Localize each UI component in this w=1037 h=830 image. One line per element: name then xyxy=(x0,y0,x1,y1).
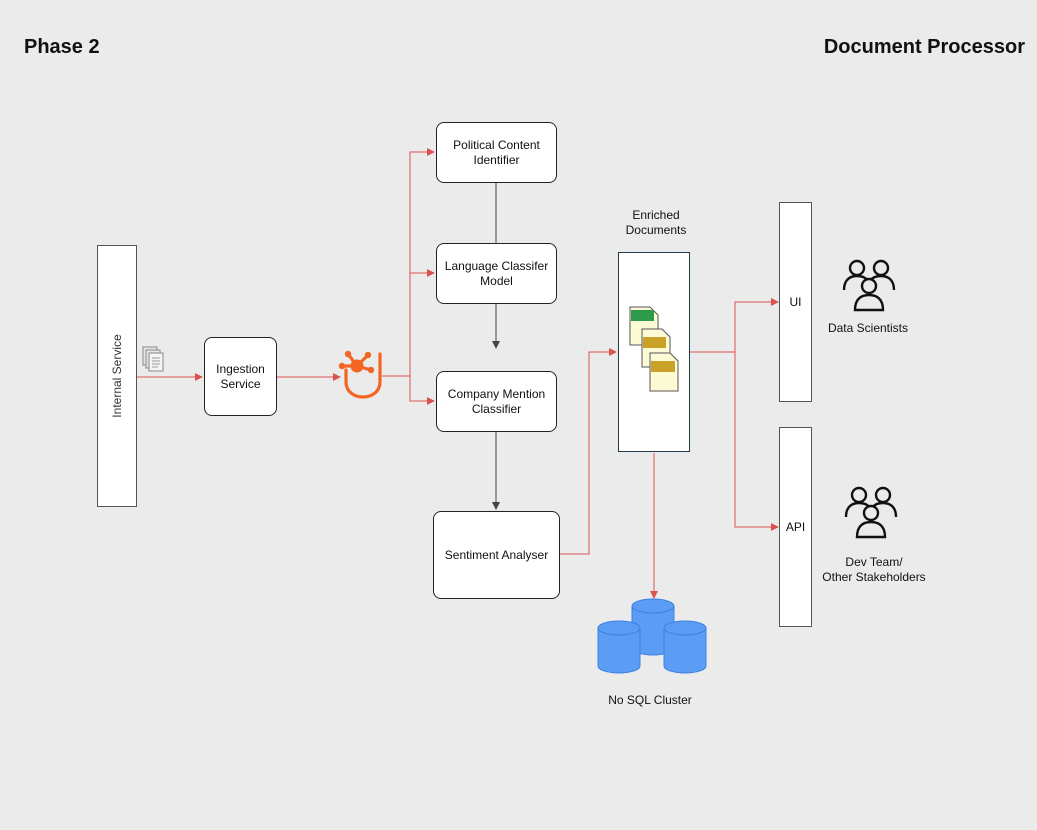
dev-team-label: Dev Team/ Other Stakeholders xyxy=(814,555,934,585)
document-icon-gold-2 xyxy=(649,352,679,392)
database-cylinder-right xyxy=(663,620,707,674)
company-mention-node[interactable]: Company Mention Classifier xyxy=(436,371,557,432)
edge-sentiment-to-enriched xyxy=(560,348,617,555)
ingestion-service-node[interactable]: Ingestion Service xyxy=(204,337,277,416)
political-content-node[interactable]: Political Content Identifier xyxy=(436,122,557,183)
sentiment-analyser-node[interactable]: Sentiment Analyser xyxy=(433,511,560,599)
documents-icon xyxy=(142,346,164,372)
document-stack-icon xyxy=(629,306,679,392)
data-scientists-label: Data Scientists xyxy=(827,321,909,335)
edge-enriched-to-ui xyxy=(689,298,779,353)
users-icon xyxy=(844,486,898,539)
users-icon xyxy=(842,259,896,312)
language-classifier-node[interactable]: Language Classifer Model xyxy=(436,243,557,304)
ui-node[interactable]: UI xyxy=(779,202,812,402)
page-title: Document Processor xyxy=(823,36,1025,58)
dev-team-line1: Dev Team/ xyxy=(845,555,903,569)
edge-kafka-to-company xyxy=(409,376,435,405)
edge-enriched-to-api xyxy=(734,352,779,531)
enriched-documents-node[interactable] xyxy=(618,252,690,452)
ui-label: UI xyxy=(789,295,802,309)
edge-kafka-to-political xyxy=(382,148,435,377)
enriched-documents-label: Enriched Documents xyxy=(625,208,687,237)
internal-service-label: Internal Service xyxy=(110,334,124,418)
database-cylinder-left xyxy=(597,620,641,674)
nosql-cluster-label: No SQL Cluster xyxy=(608,693,692,707)
dev-team-line2: Other Stakeholders xyxy=(822,570,926,584)
api-node[interactable]: API xyxy=(779,427,812,627)
database-icon[interactable] xyxy=(596,596,710,678)
phase-title: Phase 2 xyxy=(24,36,100,58)
api-label: API xyxy=(785,520,806,534)
kafka-icon xyxy=(338,350,382,399)
internal-service-node[interactable]: Internal Service xyxy=(97,245,137,507)
